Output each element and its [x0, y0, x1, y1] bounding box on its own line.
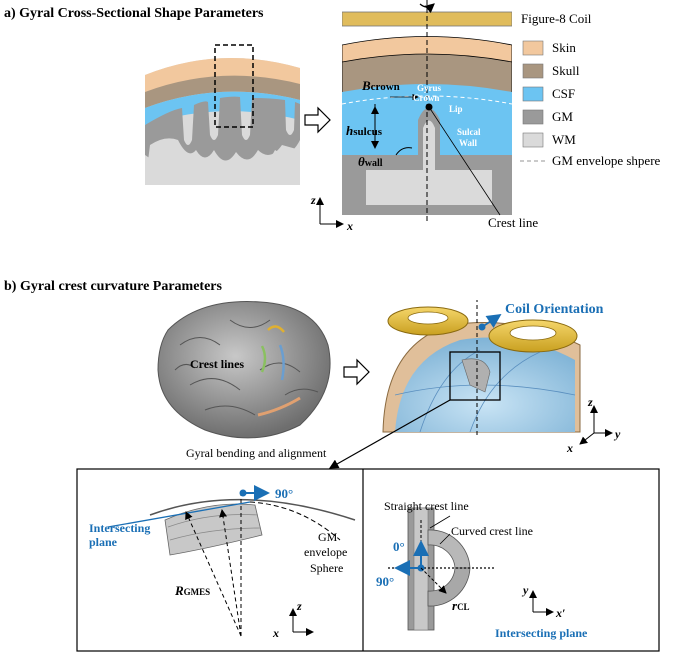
axis-b-y: y	[613, 427, 621, 441]
gyrus-crown-label: Gyrus	[417, 83, 442, 93]
axis-b-x: x	[566, 441, 573, 455]
legend-envelope: GM envelope shpere	[552, 153, 661, 168]
lip-label: Lip	[449, 104, 463, 114]
axis-d-y: y	[521, 583, 529, 597]
straight-crest-label: Straight crest line	[384, 499, 469, 513]
h-sulcus-label: hsulcus	[346, 123, 383, 138]
crest-line-top-view	[388, 507, 495, 631]
head-coil-render	[382, 300, 581, 435]
legend-swatch-wm	[522, 132, 544, 148]
axis-a-z: z	[310, 193, 316, 207]
arrow-right-icon	[304, 106, 331, 134]
angle-0-label: 0°	[393, 539, 405, 554]
brain-caption: Gyral bending and alignment	[186, 446, 327, 460]
axes-c	[289, 608, 314, 636]
panel-b-heading: b) Gyral crest curvature Parameters	[4, 279, 223, 294]
legend: Skin Skull CSF GM WM GM envelope shpere	[520, 40, 661, 168]
legend-skin: Skin	[552, 40, 576, 55]
angle-90b-label: 90°	[376, 574, 394, 589]
sulcal-label: Sulcal	[457, 127, 481, 137]
gyrus-crown-label-2: Crown	[413, 93, 439, 103]
legend-swatch-gm	[522, 109, 544, 125]
legend-swatch-skin	[522, 40, 544, 56]
gm-envelope-label-2: envelope	[304, 545, 347, 559]
zoom-arrow	[328, 399, 451, 469]
head-cross-section-thumbnail	[145, 44, 300, 185]
legend-gm: GM	[552, 109, 573, 124]
legend-skull: Skull	[552, 63, 580, 78]
b-crown-label: Bcrown	[361, 78, 400, 93]
curved-crest-label: Curved crest line	[451, 524, 533, 538]
r-gmes-label: RGMES	[174, 583, 210, 598]
r-cl-label: rCL	[452, 598, 470, 613]
panel-a-heading: a) Gyral Cross-Sectional Shape Parameter…	[4, 6, 264, 21]
axes-d	[529, 590, 554, 616]
legend-swatch-csf	[522, 86, 544, 102]
intersecting-plane-label-1: Intersecting	[89, 521, 150, 535]
legend-csf: CSF	[552, 86, 575, 101]
gm-envelope-label-3: Sphere	[310, 561, 343, 575]
coil-label: Figure-8 Coil	[521, 11, 592, 26]
axes-b	[579, 405, 613, 445]
sphere-intersection-diagram	[107, 485, 356, 637]
theta-wall-label: θwall	[358, 154, 383, 169]
arrow-right-icon-2	[343, 358, 370, 386]
axis-a-x: x	[346, 219, 353, 233]
axes-a	[316, 197, 344, 228]
gyral-cross-section-diagram	[342, 0, 512, 222]
crest-lines-label: Crest lines	[190, 357, 244, 371]
axis-d-x: x′	[555, 606, 565, 620]
gm-envelope-label-1: GM	[318, 530, 338, 544]
crest-line-label: Crest line	[488, 215, 538, 230]
intersecting-plane-label-2: plane	[89, 535, 118, 549]
axis-c-x: x	[272, 626, 279, 640]
detail-box	[76, 468, 660, 652]
brain-render	[157, 301, 331, 439]
axis-b-z: z	[587, 395, 593, 409]
intersecting-plane-label-full: Intersecting plane	[495, 626, 588, 640]
wall-label: Wall	[459, 138, 478, 148]
legend-swatch-skull	[522, 63, 544, 79]
coil-orientation-label: Coil Orientation	[505, 302, 604, 317]
axis-c-z: z	[296, 599, 302, 613]
angle-90-label: 90°	[275, 486, 293, 501]
legend-wm: WM	[552, 132, 576, 147]
